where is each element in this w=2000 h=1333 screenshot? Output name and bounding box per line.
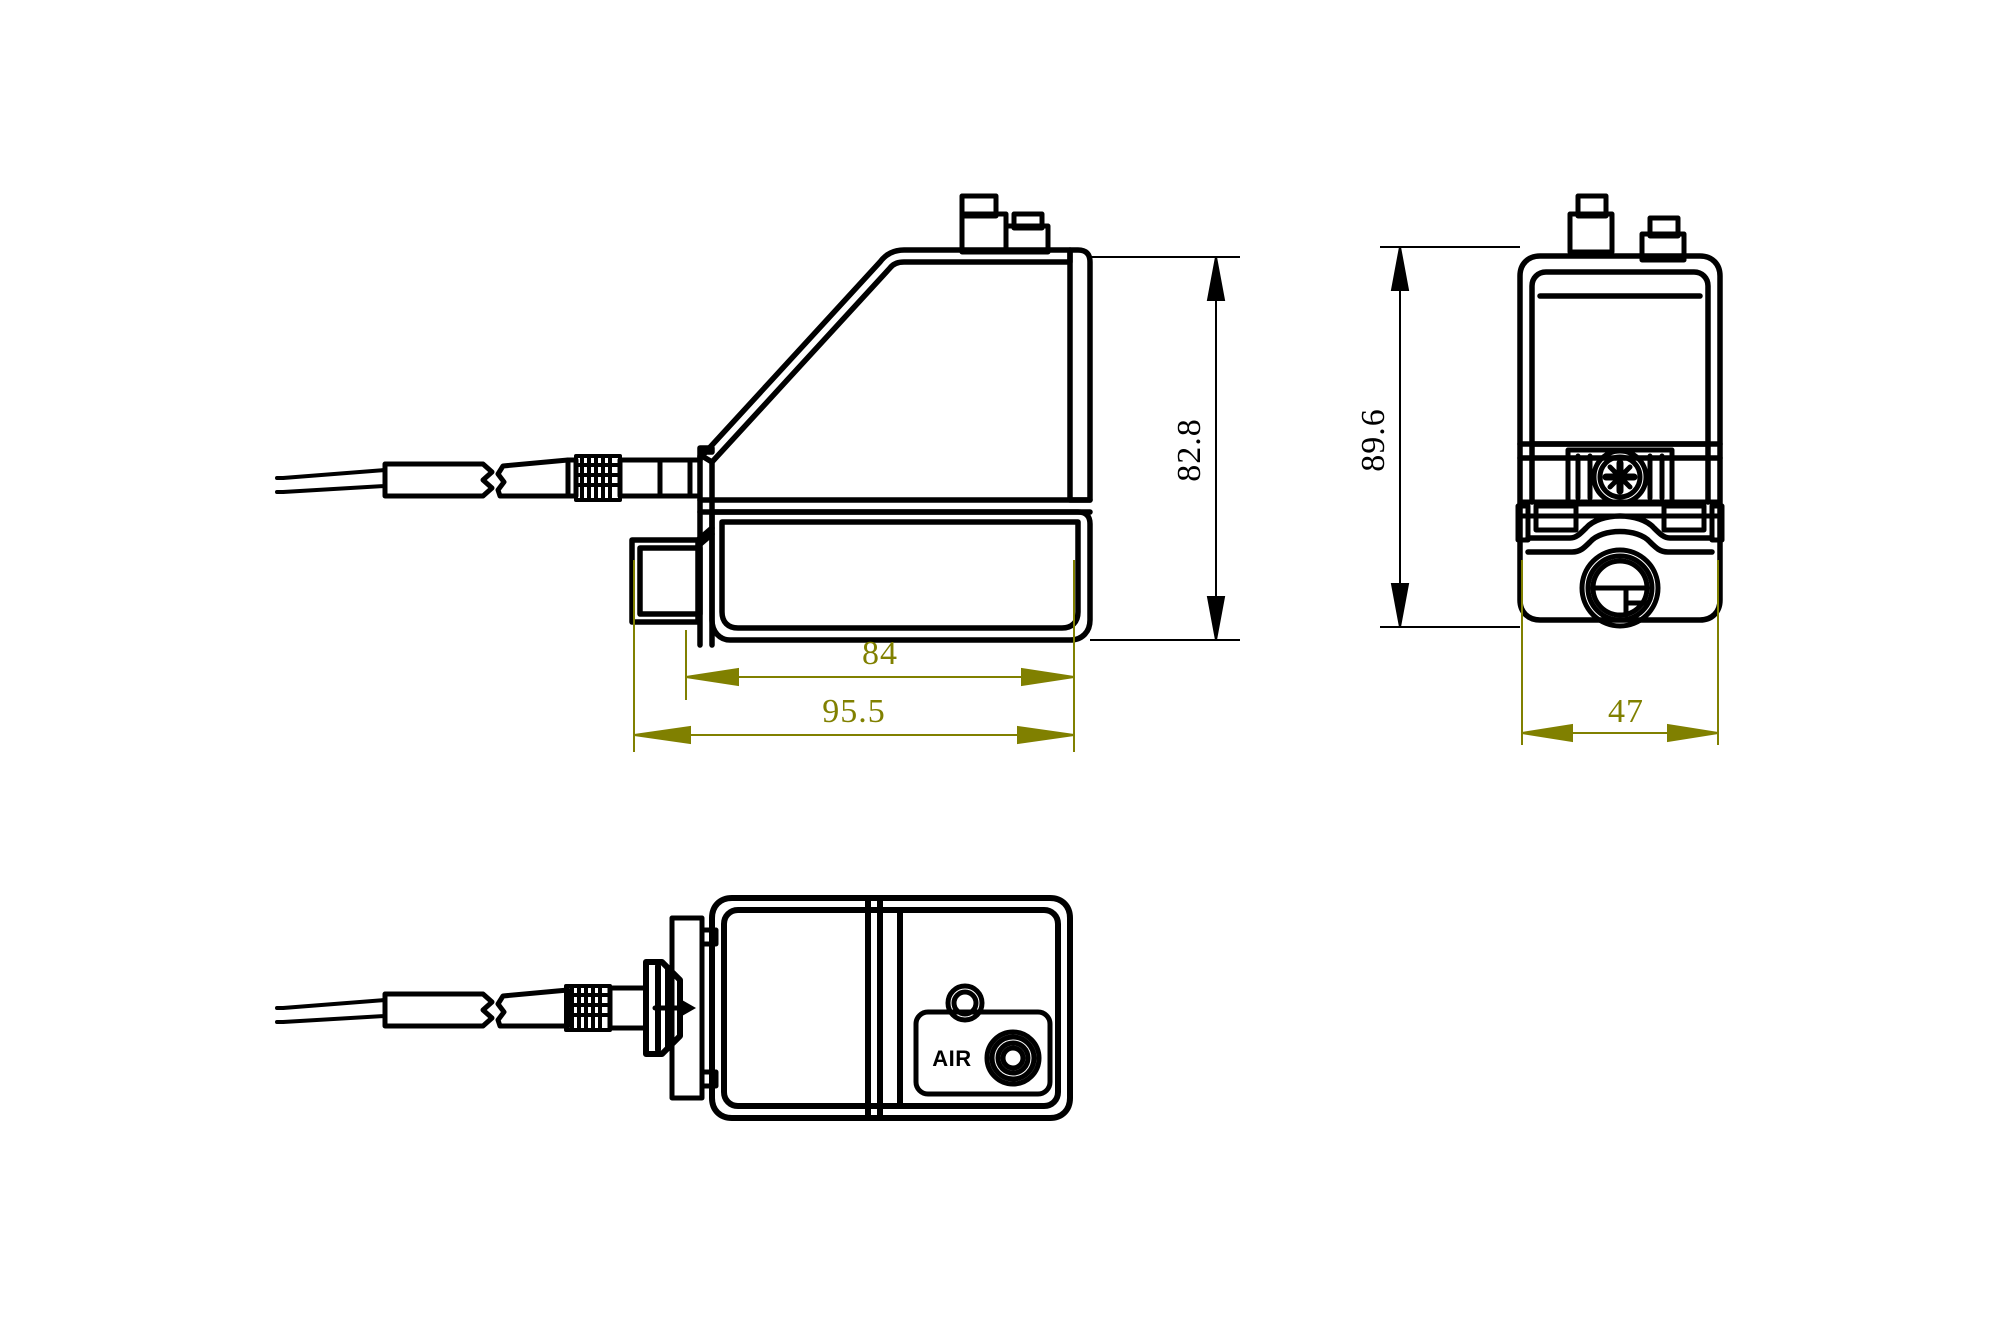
side-view-top-nozzles (959, 193, 1051, 255)
front-elevation-view (1515, 193, 1725, 629)
dimension-value-47: 47 (1608, 693, 1644, 730)
side-elevation-view (275, 193, 1093, 648)
dimension-value-82-8: 82.8 (1171, 418, 1208, 482)
dimension-width-overall: 95.5 (633, 560, 1075, 752)
dimension-width-front: 47 (1521, 560, 1719, 745)
phillips-screw-icon (1591, 448, 1649, 506)
dimension-value-95-5: 95.5 (822, 693, 886, 730)
air-port-icon (984, 1029, 1042, 1087)
dimension-value-84: 84 (862, 635, 898, 672)
front-view-top-nozzles (1567, 193, 1687, 263)
front-view-round-port-icon (1579, 547, 1661, 629)
bottom-plan-view: AIR (275, 895, 1073, 1121)
side-view-cable-jacket-stub (382, 461, 495, 499)
bottom-view-lead-wires (275, 998, 387, 1024)
side-view-lead-wires (275, 468, 387, 494)
side-view-body-outline (629, 247, 1093, 648)
bottom-view-body-outline (709, 895, 1073, 1121)
side-view-strain-relief (574, 454, 622, 502)
front-view-lower-section (1525, 513, 1715, 555)
bottom-view-air-pad (913, 1009, 1053, 1097)
dimension-height-front: 89.6 (1355, 246, 1520, 628)
bottom-view-cable-jacket-stub (382, 991, 495, 1029)
dimension-value-89-6: 89.6 (1355, 408, 1392, 472)
dimension-height-side: 82.8 (1090, 256, 1240, 641)
air-port-label: AIR (932, 1046, 971, 1071)
